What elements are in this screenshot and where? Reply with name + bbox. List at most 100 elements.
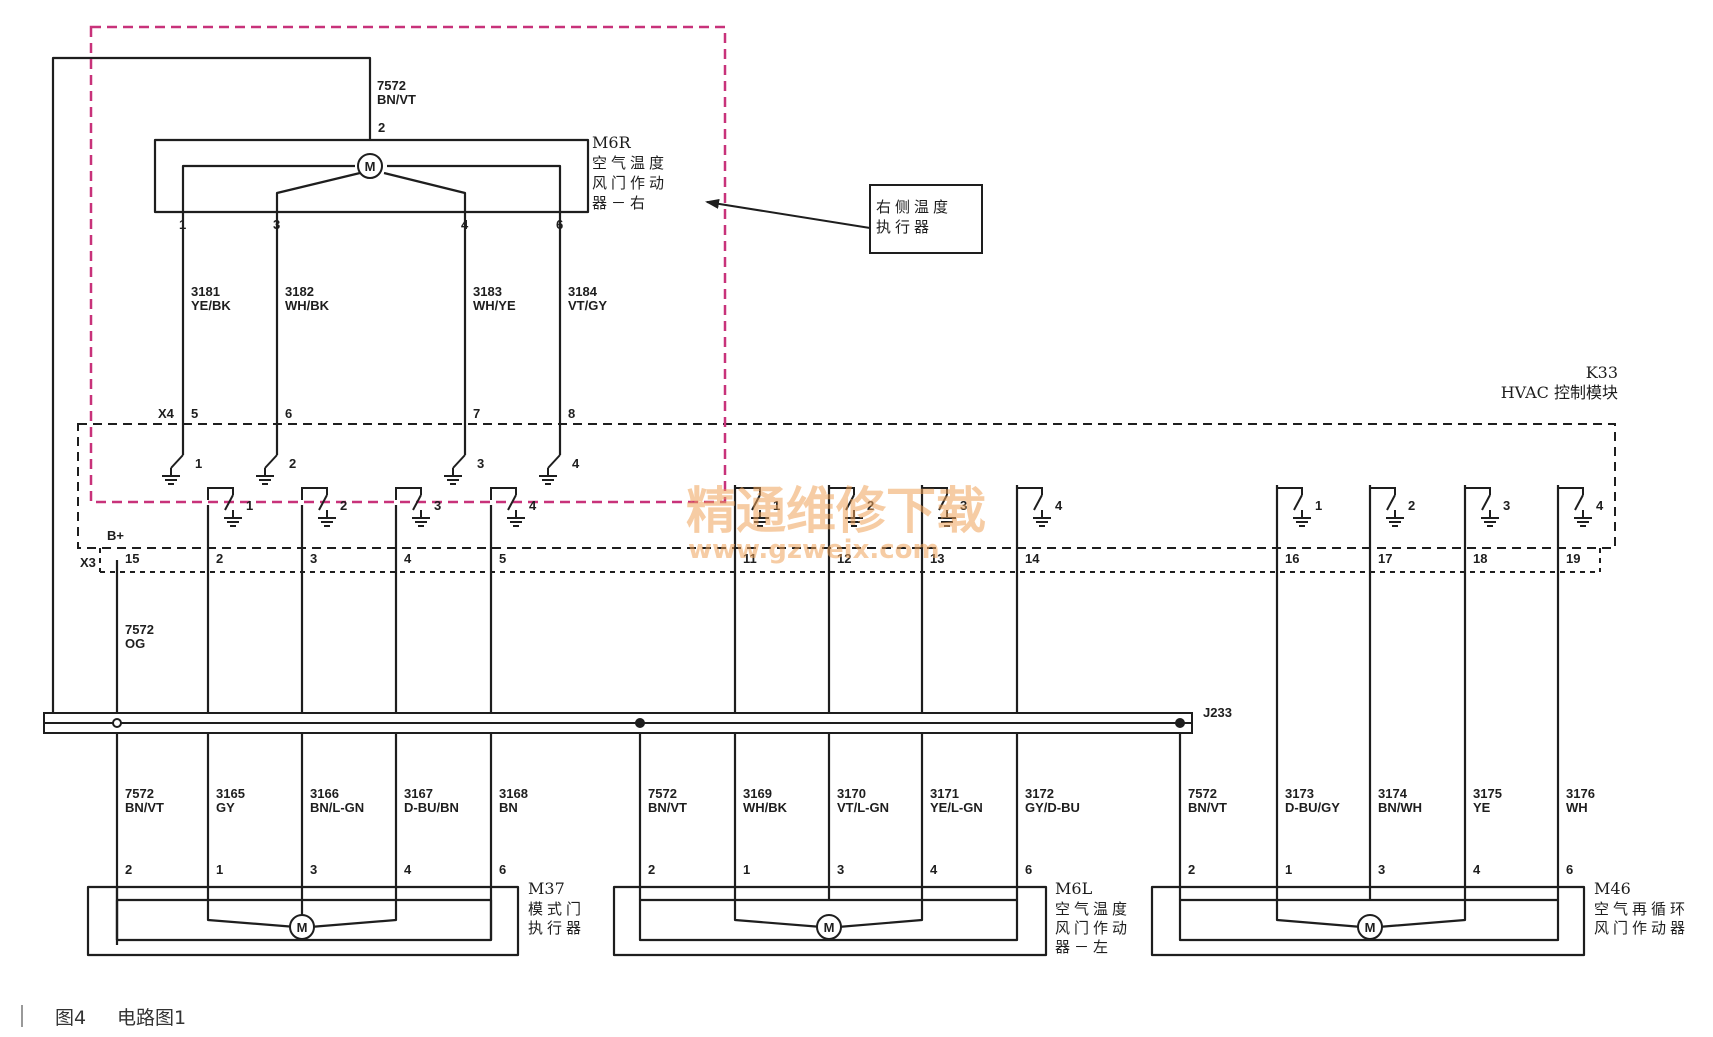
wiring [51, 56, 1586, 957]
actuator-name-line: 执行器 [528, 919, 585, 937]
actuator-wire-circuit: 3176 [1566, 786, 1595, 801]
splice-j233 [43, 712, 1193, 734]
x3-switch-arm [751, 494, 761, 511]
x3-switch-arm [1386, 494, 1396, 511]
motor-letter: M [1365, 920, 1376, 935]
x3-switch-number: 1 [246, 498, 253, 513]
x3-switch-2-4 [1016, 487, 1043, 500]
callout-line-2: 执行器 [876, 218, 933, 236]
watermark-url: www.gzweix.com [688, 535, 940, 565]
motor-letter: M [297, 920, 308, 935]
actuator-wire-circuit: 3165 [216, 786, 245, 801]
x3-switch-arm [412, 494, 422, 511]
actuator-pin-label: 3 [310, 862, 317, 877]
splice-hops [112, 718, 1185, 728]
x3-pin-label: 5 [499, 551, 506, 566]
x3-switch-arm [1574, 494, 1584, 511]
x4-label: X4 [158, 406, 175, 421]
actuator-wire-color: YE/L-GN [930, 800, 983, 815]
m6r-wire-6 [387, 164, 562, 212]
x4-switch-number: 2 [289, 456, 296, 471]
m6r-pin-label: 3 [273, 217, 280, 232]
x3-switch-1-3 [395, 487, 422, 500]
m6r-wire-circuit: 3183 [473, 284, 502, 299]
actuator-pin-label: 3 [1378, 862, 1385, 877]
x3-pin-label: 18 [1473, 551, 1487, 566]
m6l-motor-icon: M [816, 914, 842, 940]
x3-switch-number: 2 [867, 498, 874, 513]
module-k33-boundary [77, 423, 1616, 549]
x3-pin-label: 13 [930, 551, 944, 566]
ground-icon [256, 468, 274, 485]
actuator-wire-circuit: 3175 [1473, 786, 1502, 801]
actuator-wire-circuit: 3170 [837, 786, 866, 801]
ground-icon [162, 468, 180, 485]
x3-switch-1-1 [207, 487, 234, 500]
actuator-wire-color: BN/VT [1188, 800, 1227, 815]
actuator-pin-label: 4 [404, 862, 412, 877]
ground-icon [224, 510, 242, 527]
x4-pin-label: 7 [473, 406, 480, 421]
x3-switch-number: 2 [1408, 498, 1415, 513]
x3-switch-arm [938, 494, 948, 511]
x4-pin-label: 8 [568, 406, 575, 421]
x3-pin-label: 11 [743, 551, 757, 566]
m6r-pin-label: 6 [556, 217, 563, 232]
actuator-pin-label: 6 [499, 862, 506, 877]
actuator-pin-label: 1 [1285, 862, 1292, 877]
x4-pin-label: 5 [191, 406, 198, 421]
ground-icon [507, 510, 525, 527]
x3-pin-label: 14 [1025, 551, 1040, 566]
actuator-name-line: 空气再循环 [1594, 900, 1689, 918]
callout-line-1: 右侧温度 [876, 198, 952, 216]
ground-icon [318, 510, 336, 527]
x3-switch-1-4 [490, 487, 517, 500]
x3-switch-number: 4 [1596, 498, 1604, 513]
actuator-name-line: 模式门 [528, 900, 585, 918]
actuator-pin-label: 1 [216, 862, 223, 877]
m6r-supply-color: BN/VT [377, 92, 416, 107]
m6r-line-3: 器－右 [592, 194, 649, 212]
x3-switch-number: 1 [773, 498, 780, 513]
actuator-wire-color: BN/VT [648, 800, 687, 815]
splice-label: J233 [1203, 705, 1232, 720]
b-plus-label: B+ [107, 528, 124, 543]
x4-switch-number: 1 [195, 456, 202, 471]
motor-symbols: M M M M [289, 153, 1383, 940]
actuator-wire-circuit: 3172 [1025, 786, 1054, 801]
actuator-name-line: 空气温度 [1055, 900, 1131, 918]
m6r-ref: M6R [592, 133, 632, 152]
actuator-wire-color: GY/D-BU [1025, 800, 1080, 815]
x4-switch-number: 3 [477, 456, 484, 471]
actuator-wire-circuit: 3167 [404, 786, 433, 801]
x3-switch-number: 1 [1315, 498, 1322, 513]
x3-switch-3-1 [1276, 487, 1303, 500]
actuator-wire-circuit: 3174 [1378, 786, 1408, 801]
x4-pin-label: 6 [285, 406, 292, 421]
m6r-wire-1 [181, 164, 355, 212]
actuator-wire-color: D-BU/GY [1285, 800, 1340, 815]
m37-box [86, 885, 520, 957]
actuator-wire-circuit: 3171 [930, 786, 959, 801]
actuator-wire-circuit: 7572 [125, 786, 154, 801]
actuator-wire-color: D-BU/BN [404, 800, 459, 815]
m6r-wire-color: VT/GY [568, 298, 607, 313]
m6r-wire-color: WH/BK [285, 298, 330, 313]
x3-pin-label: 3 [310, 551, 317, 566]
actuator-wire-color: YE [1473, 800, 1491, 815]
actuator-pin-label: 4 [1473, 862, 1481, 877]
actuator-wire-circuit: 3173 [1285, 786, 1314, 801]
ground-icon [1033, 510, 1051, 527]
actuator-wire-color: BN/WH [1378, 800, 1422, 815]
ground-icon [412, 510, 430, 527]
actuator-wire-color: BN [499, 800, 518, 815]
actuator-wire-color: GY [216, 800, 235, 815]
actuator-wire-circuit: 3166 [310, 786, 339, 801]
feed-wire-m6r [51, 56, 372, 724]
x3-switch-2-1 [734, 487, 761, 500]
m37-motor-icon: M [289, 914, 315, 940]
x3-switch-2-2 [828, 487, 855, 500]
motor-letter: M [365, 159, 376, 174]
